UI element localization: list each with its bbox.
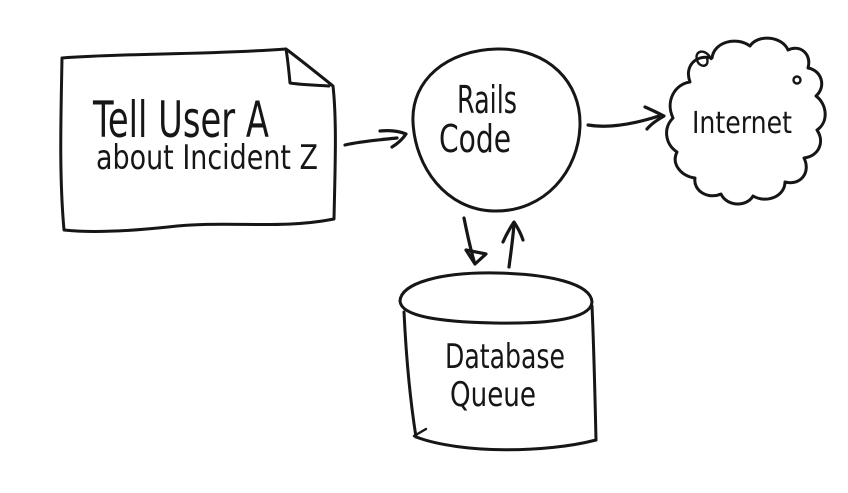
internet-cloud-outline	[665, 36, 827, 206]
note-folded-corner	[284, 47, 331, 88]
database-node: Database Queue	[398, 271, 598, 452]
cloud-curl-right	[792, 75, 802, 85]
arrow-rails-to-internet-head	[643, 105, 666, 131]
rails-circle	[411, 47, 582, 213]
db-left-side	[402, 310, 418, 439]
arrow-down-shaft	[462, 216, 476, 263]
arrow-rails-to-database	[462, 216, 488, 266]
cloud-curl-top-left	[695, 50, 713, 67]
arrow-up-head	[501, 220, 525, 244]
arrow-note-to-rails	[343, 129, 408, 149]
db-right-side	[590, 304, 598, 442]
note-text-line2: about Incident Z	[96, 138, 318, 178]
arrow-note-to-rails-head	[378, 129, 408, 149]
db-top-ellipse	[398, 271, 594, 325]
note-outline	[59, 47, 337, 233]
internet-text: Internet	[692, 106, 792, 141]
rails-text-line1: Rails	[457, 78, 517, 122]
rails-text-line2: Code	[439, 117, 511, 161]
db-bottom-arrowhead	[412, 427, 430, 443]
note-node: Tell User A about Incident Z	[59, 47, 337, 233]
internet-node: Internet	[665, 36, 827, 206]
arrow-database-to-rails	[501, 220, 525, 269]
db-bottom-arc	[414, 435, 598, 452]
arrow-note-to-rails-shaft	[343, 136, 399, 147]
arrow-down-head	[464, 248, 488, 266]
database-text-line1: Database	[445, 337, 565, 377]
arrow-rails-to-internet	[586, 105, 666, 131]
arrow-rails-to-internet-shaft	[586, 114, 661, 128]
rails-node: Rails Code	[411, 47, 582, 213]
database-text-line2: Queue	[450, 375, 536, 415]
note-text-line1: Tell User A	[92, 91, 269, 149]
arrow-up-shaft	[507, 222, 516, 269]
